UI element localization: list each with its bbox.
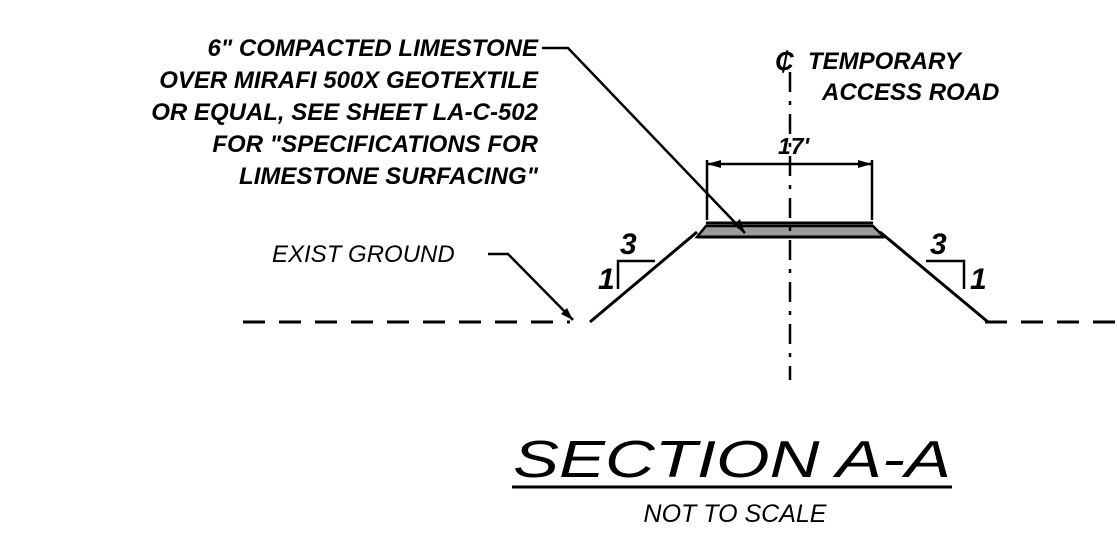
- left-slope-run: 3: [620, 228, 637, 261]
- section-title: SECTION A-A: [513, 431, 951, 489]
- left-side-slope: [589, 230, 698, 324]
- right-slope-triangle: [926, 259, 966, 289]
- left-slope-rise: 1: [598, 263, 615, 296]
- limestone-note-line-3: OR EQUAL, SEE SHEET LA-C-502: [151, 99, 538, 126]
- centerline-label-line-1: TEMPORARY: [808, 48, 963, 75]
- right-slope-run: 3: [930, 228, 947, 261]
- section-subtitle: NOT TO SCALE: [644, 500, 827, 528]
- centerline-symbol: ₵: [775, 46, 795, 76]
- limestone-leader-arrow: [733, 219, 745, 233]
- left-slope-triangle: [616, 259, 655, 289]
- dimension-top-width: 17': [778, 133, 811, 159]
- limestone-note-line-2: OVER MIRAFI 500X GEOTEXTILE: [159, 67, 539, 94]
- limestone-note-line-4: FOR "SPECIFICATIONS FOR: [212, 131, 538, 158]
- exist-ground-label: EXIST GROUND: [272, 241, 455, 268]
- right-side-slope: [879, 230, 989, 324]
- centerline-label-line-2: ACCESS ROAD: [821, 79, 999, 106]
- exist-ground-leader: [488, 252, 574, 321]
- dimension-arrow-right: [858, 160, 872, 168]
- exist-ground-leader-arrow: [561, 308, 573, 320]
- limestone-note-line-1: 6" COMPACTED LIMESTONE: [207, 35, 539, 62]
- right-slope-rise: 1: [970, 263, 987, 296]
- limestone-note-line-5: LIMESTONE SURFACING": [239, 163, 539, 190]
- limestone-note-leader: [542, 46, 746, 234]
- dimension-arrow-left: [707, 160, 721, 168]
